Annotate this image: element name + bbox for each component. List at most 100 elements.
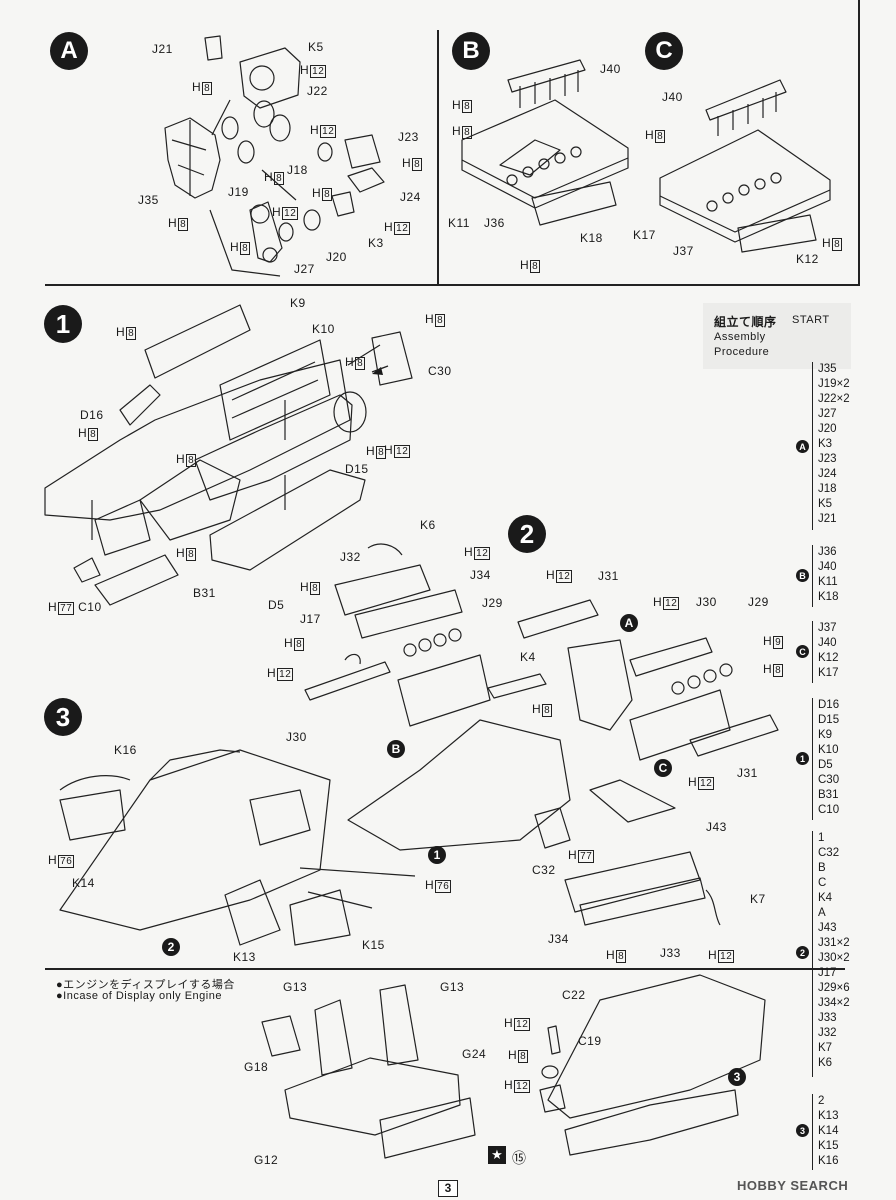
star-icon: ★ <box>488 1146 506 1164</box>
label-k5: K5 <box>308 40 324 54</box>
ref-2-marker: 2 <box>162 938 180 956</box>
label-k17: K17 <box>633 228 656 242</box>
label-j27: J27 <box>294 262 315 276</box>
part-display-engine <box>547 974 766 1119</box>
label-j29-a: J29 <box>482 596 503 610</box>
ref-3-marker: 3 <box>728 1068 746 1086</box>
part-display-stand <box>564 1089 739 1156</box>
part-j40c-rail <box>705 79 787 121</box>
label-j23: J23 <box>398 130 419 144</box>
part-k17-frame <box>659 129 831 243</box>
label-j34-a: J34 <box>470 568 491 582</box>
label-j24: J24 <box>400 190 421 204</box>
label-b31: B31 <box>193 586 216 600</box>
part-c32-shock <box>534 807 571 849</box>
right-frame-top <box>858 0 860 284</box>
display-note-jp: ●エンジンをディスプレイする場合 <box>56 979 235 991</box>
label-j37: J37 <box>673 244 694 258</box>
part-k11-frame <box>461 99 629 209</box>
procedure-title-en2: Procedure <box>714 346 770 358</box>
part-g13a-post <box>314 999 353 1076</box>
part-g18-bracket <box>261 1015 301 1057</box>
procedure-group-2-bracket <box>812 831 813 1077</box>
part-k7-hose <box>705 889 721 926</box>
label-k13: K13 <box>233 950 256 964</box>
label-j40-b: J40 <box>600 62 621 76</box>
step-3-marker: 3 <box>44 698 82 736</box>
label-g13-a: G13 <box>283 980 308 994</box>
procedure-header <box>703 303 851 369</box>
label-k12: K12 <box>796 252 819 266</box>
part-k16-pipe <box>59 775 131 791</box>
label-j33: J33 <box>660 946 681 960</box>
ref-a-marker: A <box>620 614 638 632</box>
step-1-marker: 1 <box>44 305 82 343</box>
label-j31-b: J31 <box>737 766 758 780</box>
label-j22: J22 <box>307 84 328 98</box>
label-j20: J20 <box>326 250 347 264</box>
procedure-title-en1: Assembly <box>714 331 766 343</box>
section-b-marker: B <box>452 32 490 70</box>
part-b31-bracket <box>94 554 179 606</box>
part-engine-3 <box>59 749 331 931</box>
section-c-marker: C <box>645 32 683 70</box>
part-intake-b <box>397 654 491 727</box>
procedure-mark-b: B <box>796 569 809 582</box>
label-j31-a: J31 <box>598 569 619 583</box>
label-d5: D5 <box>268 598 285 612</box>
label-c30: C30 <box>428 364 452 378</box>
label-g12: G12 <box>254 1153 279 1167</box>
label-k14: K14 <box>72 876 95 890</box>
part-c30-panel <box>371 331 413 386</box>
label-d16: D16 <box>80 408 104 422</box>
label-j34-b: J34 <box>548 932 569 946</box>
label-j21: J21 <box>152 42 173 56</box>
part-j40-rail <box>507 59 586 93</box>
part-g13b-post <box>379 984 419 1066</box>
procedure-title-jp: 組立て順序 <box>714 315 777 329</box>
label-c19: C19 <box>578 1034 602 1048</box>
top-divider-horizontal <box>45 284 860 286</box>
top-divider-vertical <box>437 30 439 284</box>
label-j30-a: J30 <box>696 595 717 609</box>
circled-15: ⑮ <box>512 1150 527 1166</box>
label-j30-b: J30 <box>286 730 307 744</box>
step-2-marker: 2 <box>508 515 546 553</box>
procedure-group-c-bracket <box>812 621 813 683</box>
label-d15: D15 <box>345 462 369 476</box>
part-k4-rail <box>487 673 547 699</box>
part-bellhousing <box>139 459 241 541</box>
label-j29-b: J29 <box>748 595 769 609</box>
part-gearbox-1 <box>347 719 571 851</box>
part-block-a <box>567 639 633 731</box>
label-j18: J18 <box>287 163 308 177</box>
part-k5 <box>239 47 301 109</box>
